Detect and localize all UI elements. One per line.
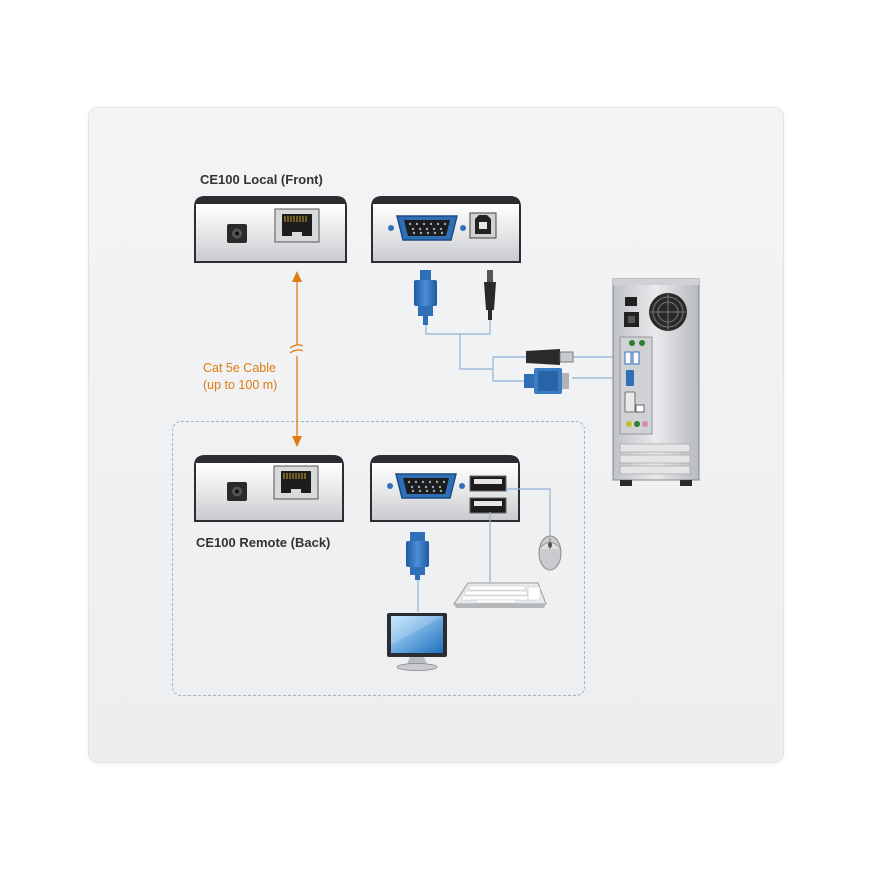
vga-connector-icon xyxy=(414,270,437,325)
remote-site-zone xyxy=(172,421,585,696)
local-back-unit xyxy=(371,196,521,263)
local-unit-label: CE100 Local (Front) xyxy=(200,172,323,187)
cable-length-text: (up to 100 m) xyxy=(203,378,278,392)
cat5e-cable-line xyxy=(289,271,304,447)
local-to-pc-cables xyxy=(425,320,622,382)
vga-connector-icon xyxy=(406,532,429,580)
mouse-icon xyxy=(538,535,562,571)
power-jack-icon xyxy=(227,224,247,243)
cable-type-text: Cat 5e Cable xyxy=(203,361,276,375)
computer-tower-icon xyxy=(612,278,700,486)
rj45-port-icon xyxy=(274,208,320,243)
keyboard-icon xyxy=(453,582,547,608)
vga-port-icon xyxy=(388,215,466,241)
usb-a-port-icon xyxy=(469,475,507,514)
remote-peripheral-cables xyxy=(417,488,551,612)
usb-b-port-icon xyxy=(469,212,497,239)
pc-usb-connector-icon xyxy=(526,349,574,365)
remote-unit-label: CE100 Remote (Back) xyxy=(196,535,331,550)
local-front-unit xyxy=(194,196,347,263)
usb-connector-icon xyxy=(484,270,496,320)
remote-back-unit xyxy=(370,455,520,522)
power-jack-icon xyxy=(227,482,247,501)
cable-label: Cat 5e Cable (up to 100 m) xyxy=(203,360,277,394)
vga-port-icon xyxy=(387,473,465,499)
remote-front-unit xyxy=(194,455,344,522)
pc-vga-connector-icon xyxy=(524,368,569,394)
rj45-port-icon xyxy=(273,465,319,500)
monitor-icon xyxy=(387,613,447,671)
